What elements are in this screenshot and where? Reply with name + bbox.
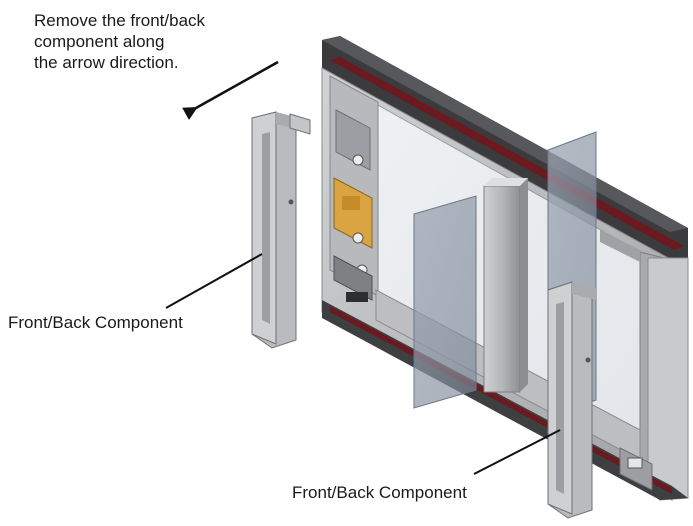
label-front-back-component-left: Front/Back Component	[8, 313, 183, 332]
instruction-line-1: Remove the front/back	[34, 11, 206, 30]
direction-arrow	[182, 60, 279, 120]
label-front-back-component-bottom: Front/Back Component	[292, 483, 467, 502]
instruction-text: Remove the front/back component along th…	[34, 10, 205, 73]
instruction-line-2: component along	[34, 32, 165, 51]
glass-flap-front	[413, 195, 477, 409]
front-back-component-left	[251, 111, 311, 349]
control-board	[333, 109, 373, 249]
leader-line-bottom	[473, 429, 561, 475]
leader-lines	[165, 253, 561, 475]
instruction-line-3: the arrow direction.	[34, 53, 179, 72]
front-back-component-right	[547, 281, 596, 519]
center-pillar	[483, 178, 528, 393]
leader-line-left	[165, 253, 263, 309]
